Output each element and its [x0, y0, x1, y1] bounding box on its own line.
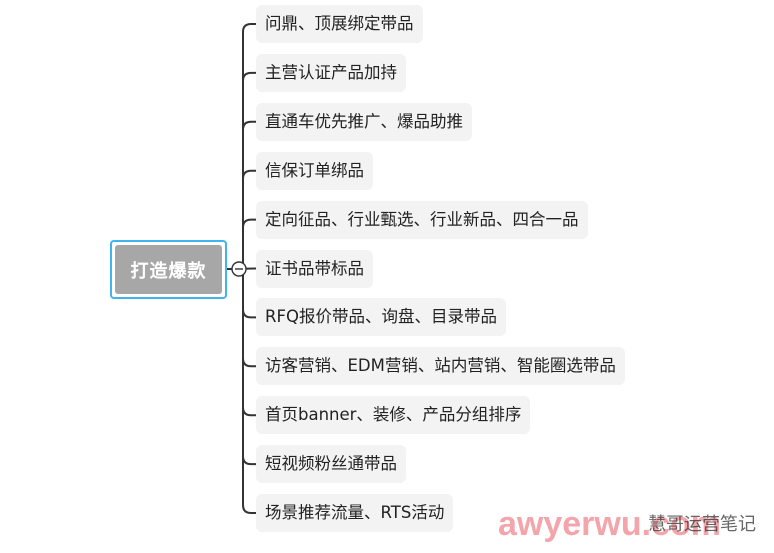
branch-node[interactable]: 直通车优先推广、爆品助推 [256, 102, 472, 141]
branch-node[interactable]: RFQ报价带品、询盘、目录带品 [256, 298, 506, 337]
branch-node[interactable]: 短视频粉丝通带品 [256, 445, 406, 484]
branch-node[interactable]: 首页banner、装修、产品分组排序 [256, 396, 531, 435]
branch-node[interactable]: 信保订单绑品 [256, 151, 373, 190]
connector-curve [227, 120, 257, 270]
branch-node[interactable]: 问鼎、顶展绑定带品 [256, 5, 423, 43]
connector-curve [227, 71, 257, 270]
collapse-toggle-icon[interactable] [231, 261, 247, 277]
branch-node[interactable]: 定向征品、行业甄选、行业新品、四合一品 [256, 200, 588, 239]
branch-node[interactable]: 访客营销、EDM营销、站内营销、智能圈选带品 [256, 347, 625, 386]
connector-curve [227, 268, 257, 514]
branch-node[interactable]: 证书品带标品 [256, 249, 373, 288]
connector-curve [227, 169, 257, 270]
branch-node[interactable]: 场景推荐流量、RTS活动 [256, 494, 454, 532]
branch-node[interactable]: 主营认证产品加持 [256, 53, 406, 92]
root-label: 打造爆款 [115, 245, 222, 294]
connector-curve [227, 23, 257, 270]
root-node[interactable]: 打造爆款 [110, 240, 227, 299]
connector-curve [227, 218, 257, 270]
